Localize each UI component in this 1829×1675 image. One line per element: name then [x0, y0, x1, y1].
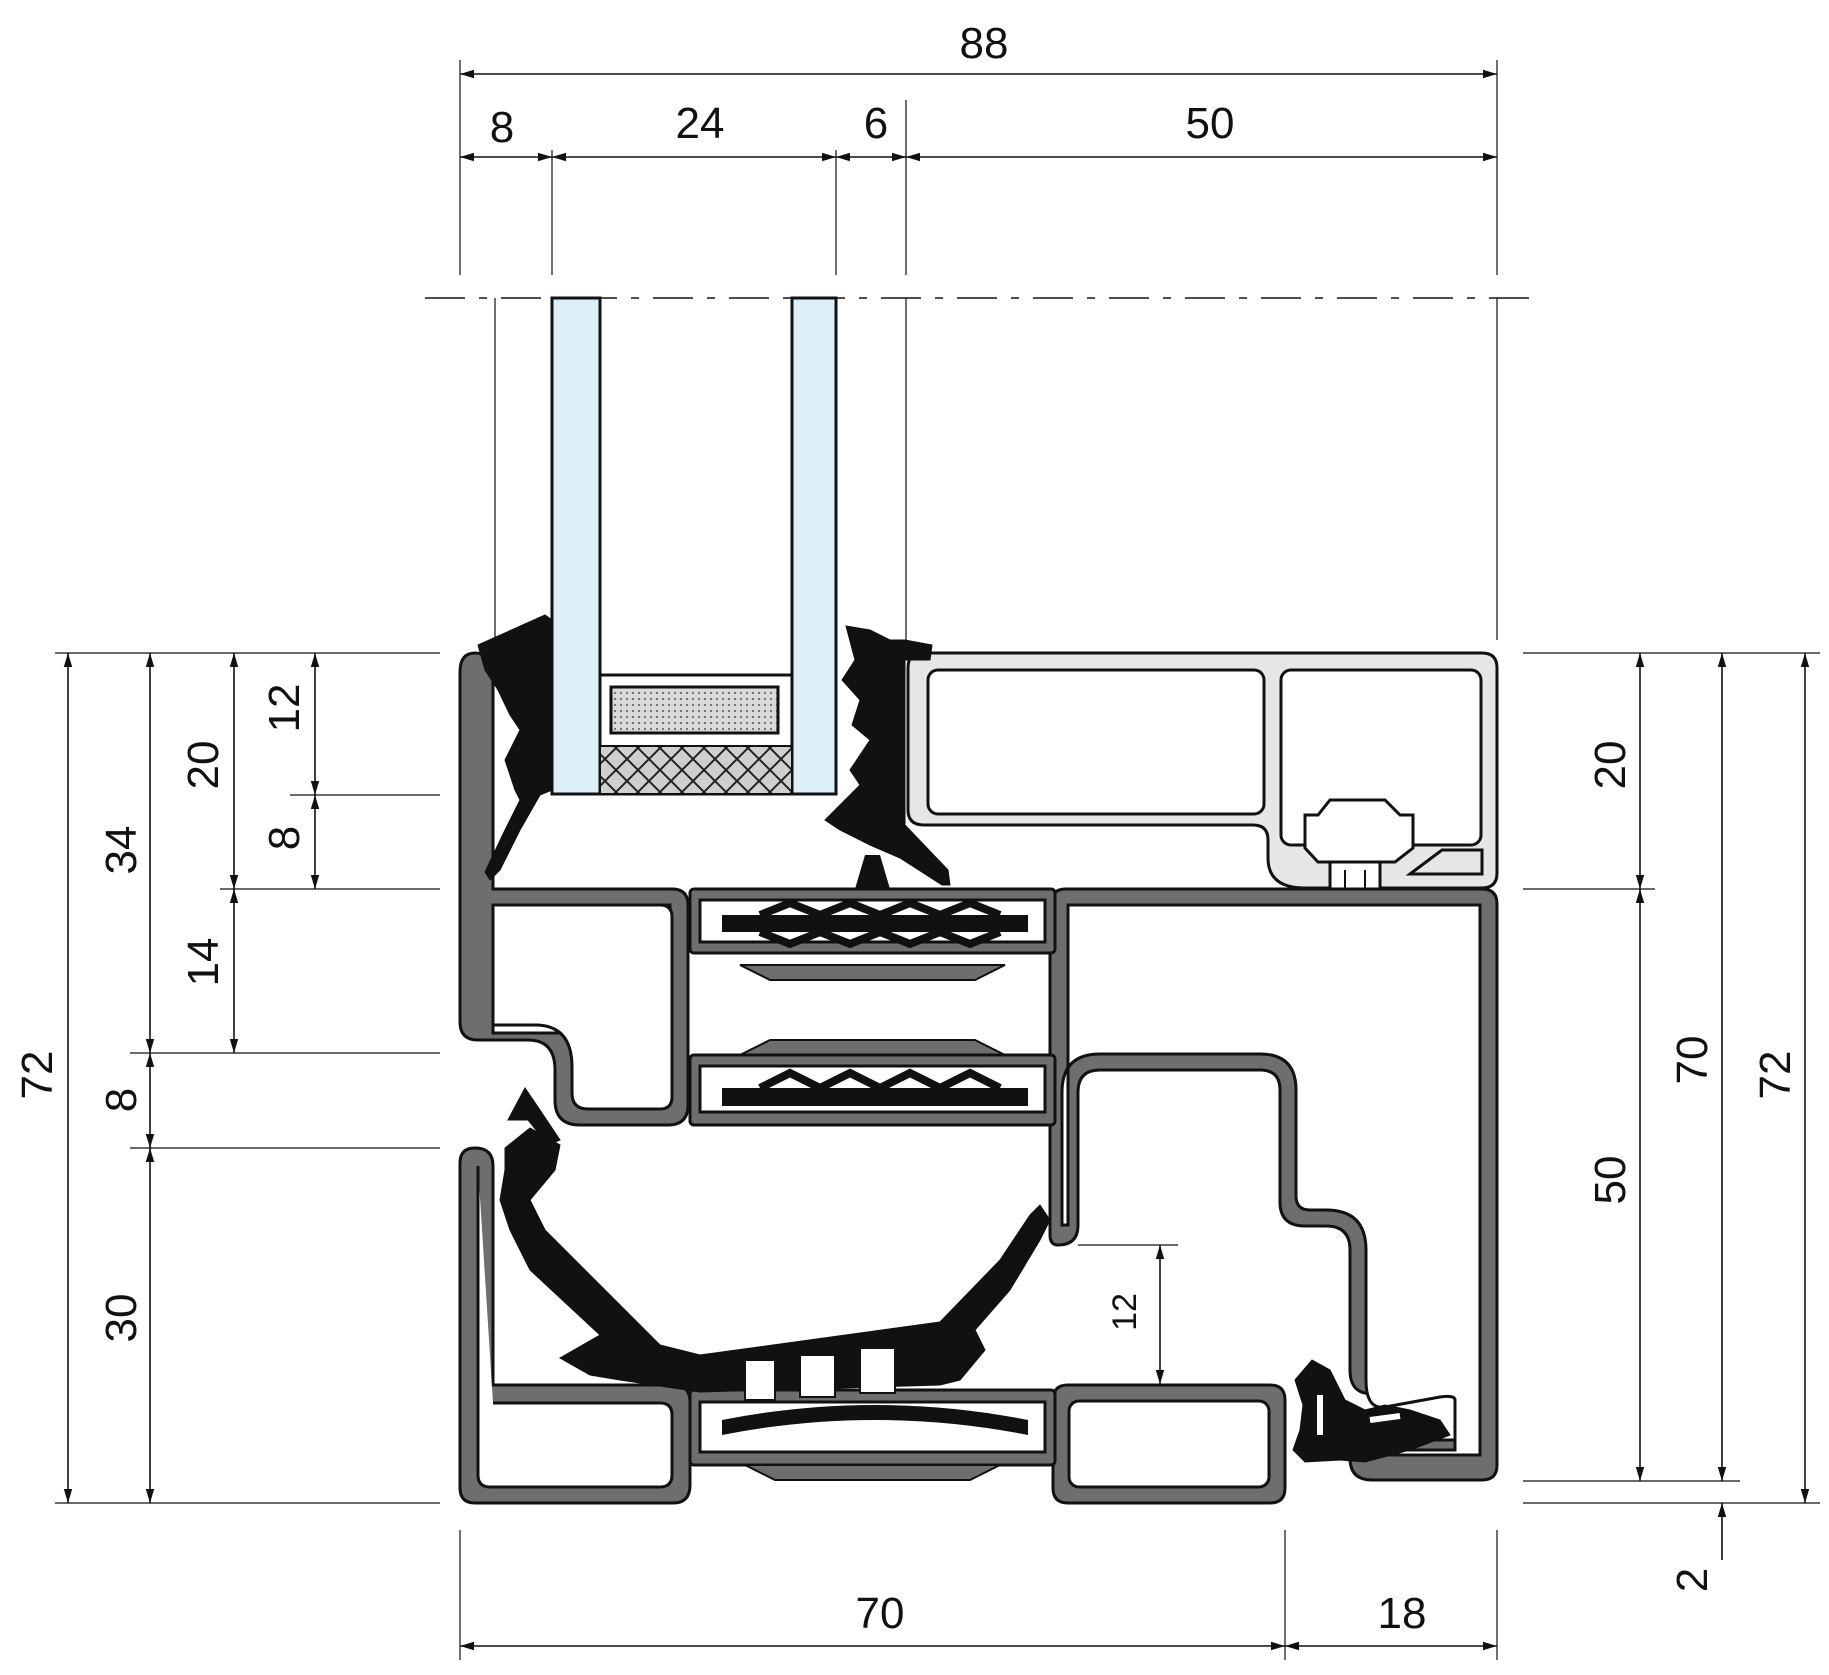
dim-bottom-seg-1: 70 — [856, 1589, 905, 1638]
thermal-break-lower — [688, 1388, 1057, 1481]
dim-left-inner-1: 20 — [179, 741, 228, 790]
desiccant-spacer — [609, 685, 780, 735]
glass-pane-outer — [550, 296, 602, 796]
dim-right-part-2: 50 — [1586, 1156, 1635, 1205]
gaskets — [477, 614, 1451, 1463]
dim-top-seg-1: 8 — [490, 103, 514, 152]
dim-top-seg-3: 6 — [864, 99, 888, 148]
secondary-sealant — [599, 745, 793, 795]
dim-inner-drop: 12 — [1106, 1293, 1144, 1331]
dim-top-total: 88 — [960, 19, 1009, 68]
dim-left-small-1: 12 — [260, 684, 309, 733]
dimension-lines — [63, 69, 1810, 1651]
dim-left-part-1: 34 — [97, 826, 146, 875]
dimension-labels: 88 8 24 6 50 72 34 8 30 20 14 12 8 20 50… — [13, 19, 1800, 1638]
dim-left-inner-2: 14 — [179, 938, 228, 987]
dim-right-mid: 70 — [1668, 1036, 1717, 1085]
glass-pane-inner — [790, 296, 838, 796]
dim-top-seg-2: 24 — [676, 99, 725, 148]
dim-top-seg-4: 50 — [1186, 99, 1235, 148]
dim-right-gap: 2 — [1668, 1568, 1717, 1592]
dim-left-outer: 72 — [13, 1051, 62, 1100]
frame-profile — [458, 1146, 1287, 1505]
sash-profile — [458, 651, 1499, 1482]
dim-left-small-2: 8 — [260, 826, 309, 850]
dim-left-part-2: 8 — [97, 1088, 146, 1112]
thermal-break-upper — [688, 855, 1057, 981]
glazing-unit — [550, 296, 838, 796]
dim-right-outer: 72 — [1751, 1051, 1800, 1100]
thermal-break-middle — [688, 1039, 1057, 1127]
dim-bottom-seg-2: 18 — [1378, 1589, 1427, 1638]
dim-left-part-3: 30 — [97, 1294, 146, 1343]
dim-right-part-1: 20 — [1586, 741, 1635, 790]
